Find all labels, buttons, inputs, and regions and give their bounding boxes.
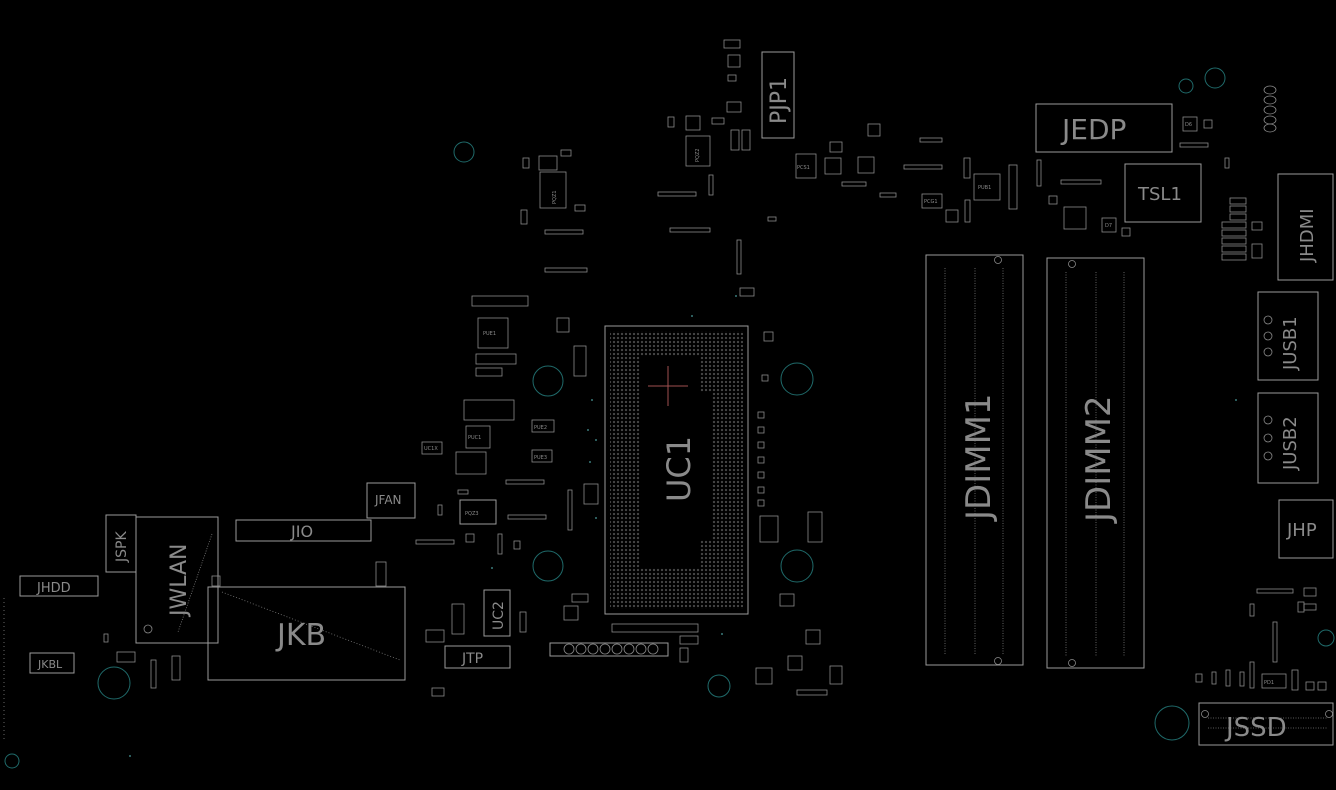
pjp1-label: PJP1 <box>767 77 792 124</box>
uc1x-label: UC1X <box>424 446 438 452</box>
d6-label: D6 <box>1185 122 1192 128</box>
d7-label: D7 <box>1105 223 1112 229</box>
pcs1-label: PCS1 <box>797 165 810 171</box>
top-right-edge-connector <box>1263 85 1277 133</box>
uc1-right-passives <box>755 411 843 696</box>
jhdmi-connector[interactable]: JHDMI <box>1277 173 1334 281</box>
jkbl-connector[interactable]: JKBL <box>29 652 75 674</box>
jwlan-label: JWLAN <box>167 543 192 618</box>
jusb1-connector[interactable]: JUSB1 <box>1257 291 1319 381</box>
mid-top-passives: PCS1 PCG1 PUB1 <box>767 123 1018 223</box>
jtp-label: JTP <box>461 651 483 667</box>
jssd-label: JSSD <box>1224 713 1287 743</box>
pcg1-label: PCG1 <box>924 199 938 205</box>
jhdd-connector[interactable]: JHDD <box>19 575 99 597</box>
right-passives-grid <box>1221 197 1263 261</box>
jdimm1-label: JDIMM1 <box>959 393 999 522</box>
jdimm2-label: JDIMM2 <box>1079 395 1119 524</box>
jkbl-label: JKBL <box>37 658 63 671</box>
jtp-connector[interactable]: JTP <box>444 645 511 669</box>
uc1-left-passives: PUE1 PUC1 PUE2 PUE3 UC1X <box>415 295 599 555</box>
jdimm2-slot[interactable]: JDIMM2 <box>1046 257 1145 669</box>
uc1-processor[interactable]: UC1 <box>604 325 749 615</box>
jfan-connector[interactable]: JFAN <box>366 482 416 519</box>
jedp-label: JEDP <box>1060 113 1126 146</box>
pue2-label: PUE2 <box>534 425 547 431</box>
pqz3-component: PQZ3 <box>459 499 497 525</box>
bottom-pad-row <box>549 593 699 663</box>
pue3-label: PUE3 <box>534 455 547 461</box>
jkb-connector[interactable]: JKB <box>207 586 406 681</box>
jedp-passives: D6 D7 <box>1036 116 1230 237</box>
puc1-label: PUC1 <box>468 435 481 441</box>
jio-connector[interactable]: JIO <box>235 519 372 542</box>
pqz3-label: PQZ3 <box>465 511 479 517</box>
top-power-passives: PQZ2 <box>657 39 755 297</box>
bottom-right-passives: PD1 <box>1195 587 1327 691</box>
jdimm1-slot[interactable]: JDIMM1 <box>925 254 1024 666</box>
jhdd-label: JHDD <box>36 581 71 596</box>
pqz1-label: PQZ1 <box>552 190 558 204</box>
uc1-label: UC1 <box>660 436 698 502</box>
pd1-label: PD1 <box>1264 680 1274 686</box>
pub1-label: PUB1 <box>978 185 991 191</box>
jhp-connector[interactable]: JHP <box>1278 499 1334 559</box>
pqz1-cluster: PQZ1 <box>520 149 588 273</box>
test-points <box>129 295 1237 757</box>
pqz2-label: PQZ2 <box>695 148 701 162</box>
jssd-connector[interactable]: JSSD <box>1198 702 1334 746</box>
jfan-label: JFAN <box>374 493 402 507</box>
jhp-label: JHP <box>1286 520 1317 541</box>
uc2-component[interactable]: UC2 <box>483 589 511 637</box>
pue1-label: PUE1 <box>483 331 496 337</box>
jhdmi-label: JHDMI <box>1297 208 1318 263</box>
jkb-label: JKB <box>275 618 326 653</box>
jusb1-label: JUSB1 <box>1280 316 1301 371</box>
jspk-label: JSPK <box>114 531 130 563</box>
jwlan-connector[interactable]: JWLAN <box>135 516 221 644</box>
uc2-label: UC2 <box>491 601 507 630</box>
left-edge-traces <box>3 598 445 740</box>
jio-label: JIO <box>290 522 313 541</box>
jedp-connector[interactable]: JEDP <box>1035 103 1173 153</box>
jusb2-label: JUSB2 <box>1280 416 1301 471</box>
tsl1-component[interactable]: TSL1 <box>1124 163 1202 223</box>
tsl1-label: TSL1 <box>1137 184 1182 205</box>
mounting-holes <box>4 67 1335 769</box>
pjp1-connector[interactable]: PJP1 <box>761 51 795 139</box>
jusb2-connector[interactable]: JUSB2 <box>1257 392 1319 484</box>
jspk-connector[interactable]: JSPK <box>105 514 137 573</box>
